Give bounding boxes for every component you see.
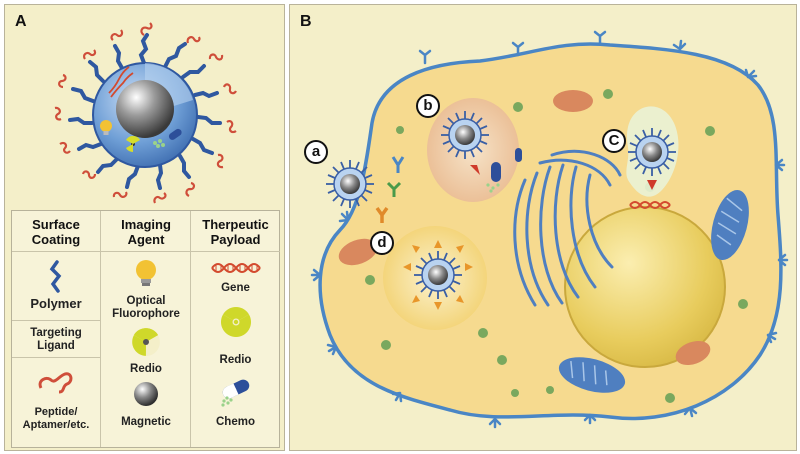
surface-polymer-chains: [68, 33, 222, 190]
callout-b: b: [416, 94, 440, 118]
magnetic-core: [116, 80, 174, 138]
bulb-icon: [100, 120, 112, 135]
legend-header-imaging-agent: Imaging Agent: [121, 217, 171, 247]
radio-emission-icons: [403, 240, 473, 310]
legend-table: Surface Coating Polymer Targeting Ligand…: [11, 210, 280, 448]
radioactive-imaging-icon: [132, 328, 160, 356]
gene-label: Gene: [221, 282, 250, 294]
nanoparticle-a: [326, 160, 374, 208]
chemo-release-icons: [470, 148, 522, 193]
lysosomes: [338, 90, 711, 366]
chemo-label: Chemo: [216, 416, 255, 428]
nanoparticle-illustration: [54, 22, 237, 204]
callout-d: d: [370, 231, 394, 255]
legend-column-therapeutic-payload: Therpeutic Payload Gene Redio: [190, 211, 280, 447]
receptor-binding-icons: [375, 156, 405, 223]
legend-column-imaging-agent: Imaging Agent Optical Fluorophore: [100, 211, 191, 447]
gene-dna-icon: [211, 263, 261, 273]
peptide-aptamer-label: Peptide/ Aptamer/etc.: [22, 406, 90, 431]
drug-pellets-icon: [153, 139, 165, 148]
radioactive-icon: [126, 135, 140, 153]
callout-c: C: [602, 129, 626, 153]
panel-a-label: A: [15, 13, 27, 30]
nanoparticle-d: [414, 251, 462, 299]
gene-icon: [108, 66, 134, 98]
radioactive-payload-icon: [221, 306, 251, 338]
polymer-icon: [49, 260, 62, 293]
nanoparticle-b: [441, 111, 489, 159]
nanoparticle-c: [628, 128, 676, 176]
golgi-apparatus: [513, 150, 622, 307]
membrane-receptors: [310, 30, 789, 429]
magnetic-label: Magnetic: [121, 416, 171, 428]
polymer-label: Polymer: [30, 296, 82, 311]
magnetic-sphere-icon: [134, 382, 158, 406]
panel-b-label: B: [300, 13, 312, 30]
targeting-ligand-label: Targeting Ligand: [30, 327, 82, 352]
panel-b: B: [289, 4, 797, 451]
optical-fluorophore-label: Optical Fluorophore: [112, 295, 180, 320]
peptide-ligands: [54, 22, 237, 204]
mitochondria: [558, 189, 749, 393]
capsule-icon: [168, 128, 182, 140]
legend-header-surface-coating: Surface Coating: [31, 217, 81, 247]
callout-a: a: [304, 140, 328, 164]
gene-release-icons: [629, 180, 671, 209]
radio-payload-label: Redio: [219, 354, 252, 366]
peptide-icon: [38, 372, 73, 394]
radio-imaging-label: Redio: [130, 363, 162, 375]
legend-column-surface-coating: Surface Coating Polymer Targeting Ligand…: [12, 211, 100, 447]
legend-header-therapeutic-payload: Therpeutic Payload: [202, 217, 269, 247]
chemo-capsule-icon: [221, 379, 250, 407]
cell-illustration: [310, 30, 789, 429]
optical-bulb-icon: [136, 260, 156, 286]
panel-a: A: [4, 4, 285, 451]
